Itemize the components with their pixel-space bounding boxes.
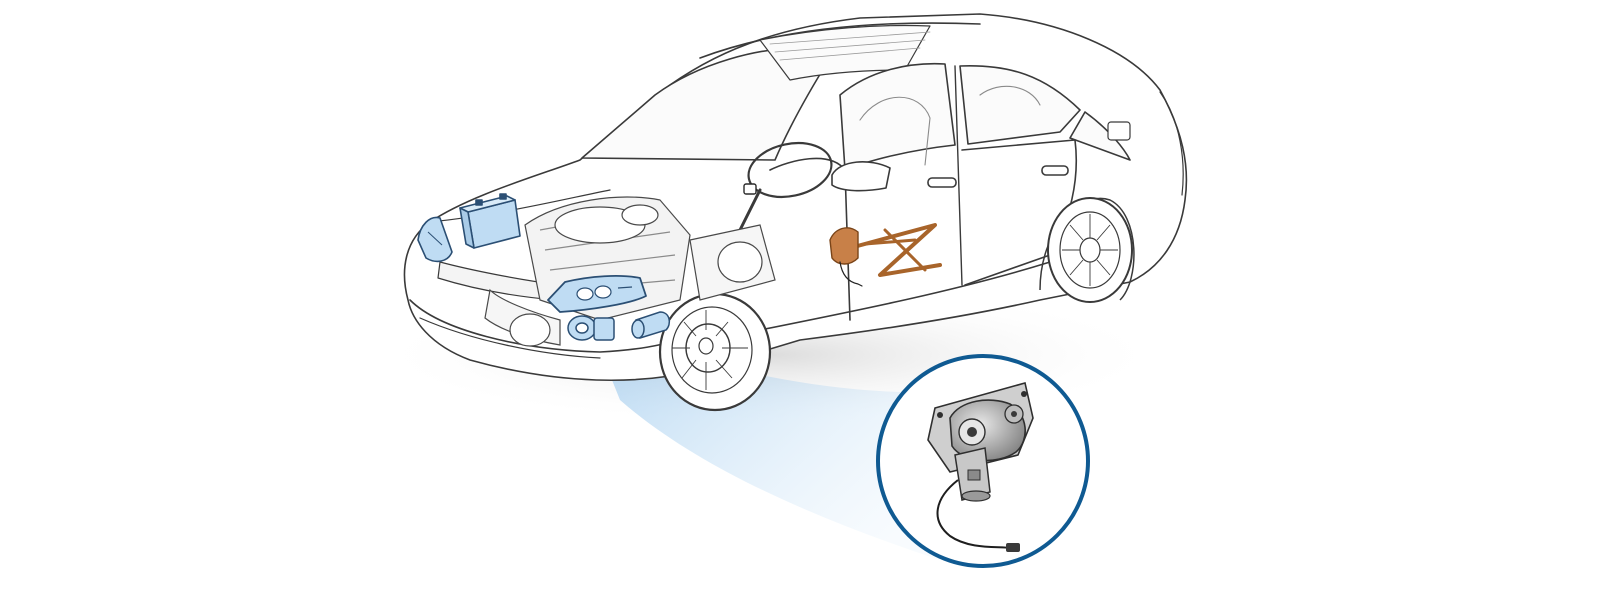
front-seat [859, 96, 931, 166]
rear-quarter-window [1069, 111, 1131, 161]
battery-icon [459, 193, 521, 249]
sunroof [759, 24, 931, 81]
headlight-icon [547, 275, 647, 313]
roof [699, 22, 981, 59]
bumper-lower [419, 317, 601, 359]
side-sill [759, 261, 1051, 331]
alternator-icon [567, 315, 615, 341]
hood-crease [429, 189, 611, 223]
steering-wheel [747, 142, 833, 198]
front-wheel [658, 292, 772, 412]
callout-magnifier [876, 354, 1090, 568]
far-headlight-icon [417, 216, 453, 263]
front-bumper [409, 299, 681, 353]
rear-seat [979, 85, 1041, 106]
window-regulator-icon [829, 223, 942, 287]
front-door-handle [927, 177, 957, 188]
tail-edge [1159, 91, 1184, 196]
fuel-door [1107, 121, 1131, 141]
rear-wheel [1039, 197, 1135, 303]
rear-side-window [959, 64, 1081, 145]
rear-door-handle [1041, 165, 1069, 176]
starter-icon [631, 311, 671, 339]
side-mirror [831, 161, 891, 192]
window-motor-icon [927, 382, 1034, 552]
ignition-switch-icon [743, 183, 757, 195]
